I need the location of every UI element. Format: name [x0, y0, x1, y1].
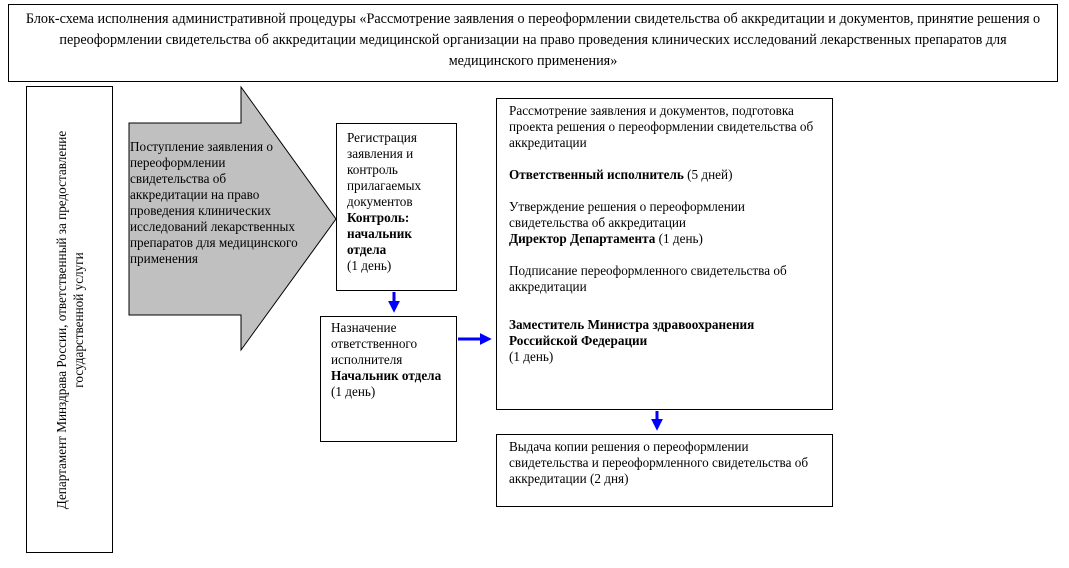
- issuance-box: Выдача копии решения о переоформлении св…: [496, 434, 833, 507]
- issuance-text: Выдача копии решения о переоформлении св…: [509, 439, 809, 486]
- review-step1-duration: (5 дней): [683, 167, 733, 182]
- registration-control: Контроль: начальник отдела: [347, 210, 412, 257]
- registration-text: Регистрация заявления и контроль прилага…: [347, 130, 422, 209]
- title-text: Блок-схема исполнения административной п…: [25, 11, 1041, 69]
- review-step2-duration: (1 день): [655, 231, 703, 246]
- registration-box: Регистрация заявления и контроль прилага…: [336, 123, 457, 291]
- review-step1-text: Рассмотрение заявления и документов, под…: [509, 103, 814, 150]
- assignment-box: Назначение ответственного исполнителя На…: [320, 316, 457, 442]
- assignment-responsible: Начальник отдела: [331, 368, 442, 383]
- diagram-title: Блок-схема исполнения административной п…: [8, 4, 1058, 82]
- assignment-duration: (1 день): [331, 384, 376, 399]
- registration-duration: (1 день): [347, 258, 392, 273]
- incoming-arrow-shape: [128, 86, 337, 352]
- review-step3-responsible: Заместитель Министра здравоохранения Рос…: [509, 317, 755, 348]
- review-step2-text: Утверждение решения о переоформлении сви…: [509, 199, 745, 230]
- incoming-application-text: Поступление заявления о переоформлении с…: [130, 139, 298, 266]
- review-step1-responsible: Ответственный исполнитель: [509, 167, 684, 182]
- review-step1-line: Ответственный исполнитель (5 дней): [509, 167, 820, 183]
- review-step3-text: Подписание переоформленного свидетельств…: [509, 263, 787, 294]
- review-step3-duration: (1 день): [509, 349, 554, 364]
- assignment-text: Назначение ответственного исполнителя: [331, 320, 418, 367]
- review-step2-line: Директор Департамента (1 день): [509, 231, 820, 247]
- department-lane: Департамент Минздрава России, ответствен…: [26, 86, 113, 553]
- review-step2-responsible: Директор Департамента: [509, 231, 656, 246]
- review-box: Рассмотрение заявления и документов, под…: [496, 98, 833, 410]
